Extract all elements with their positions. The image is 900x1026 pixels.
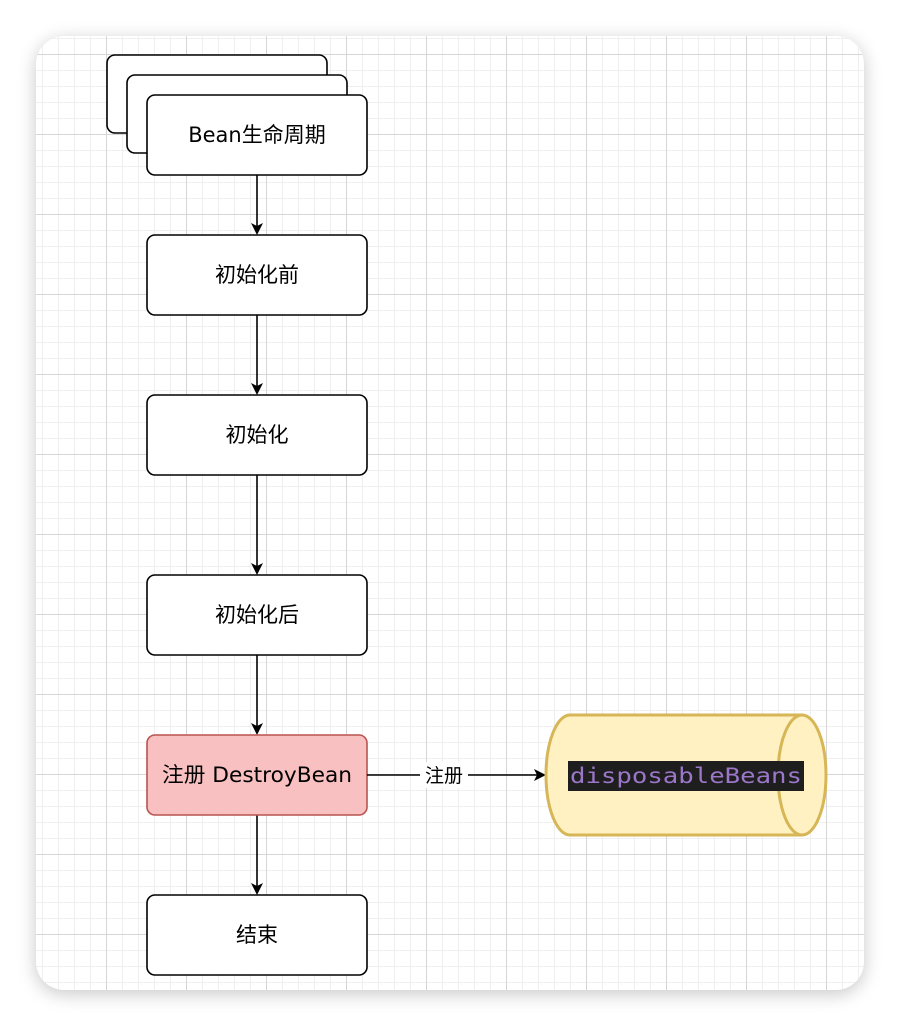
node-label-register-destroy-bean: 注册 DestroyBean (162, 763, 352, 787)
node-init[interactable]: 初始化 (146, 394, 368, 476)
node-register-destroy-bean[interactable]: 注册 DestroyBean (146, 734, 368, 816)
node-label-before-init: 初始化前 (215, 263, 299, 287)
code-highlight-background (568, 761, 804, 791)
edge-label-background (420, 762, 468, 788)
store-disposable-beans[interactable]: disposableBeans (544, 713, 828, 837)
node-label-end: 结束 (236, 923, 278, 947)
edge-label-register: 注册 (425, 765, 463, 787)
node-before-init[interactable]: 初始化前 (146, 234, 368, 316)
node-label-after-init: 初始化后 (215, 603, 299, 627)
node-label-bean-lifecycle: Bean生命周期 (188, 123, 326, 147)
diagram-card (36, 36, 864, 990)
node-after-init[interactable]: 初始化后 (146, 574, 368, 656)
store-label-disposable-beans: disposableBeans (570, 764, 802, 788)
node-label-init: 初始化 (226, 423, 289, 447)
node-bean-lifecycle[interactable]: Bean生命周期 (106, 54, 368, 176)
node-end[interactable]: 结束 (146, 894, 368, 976)
